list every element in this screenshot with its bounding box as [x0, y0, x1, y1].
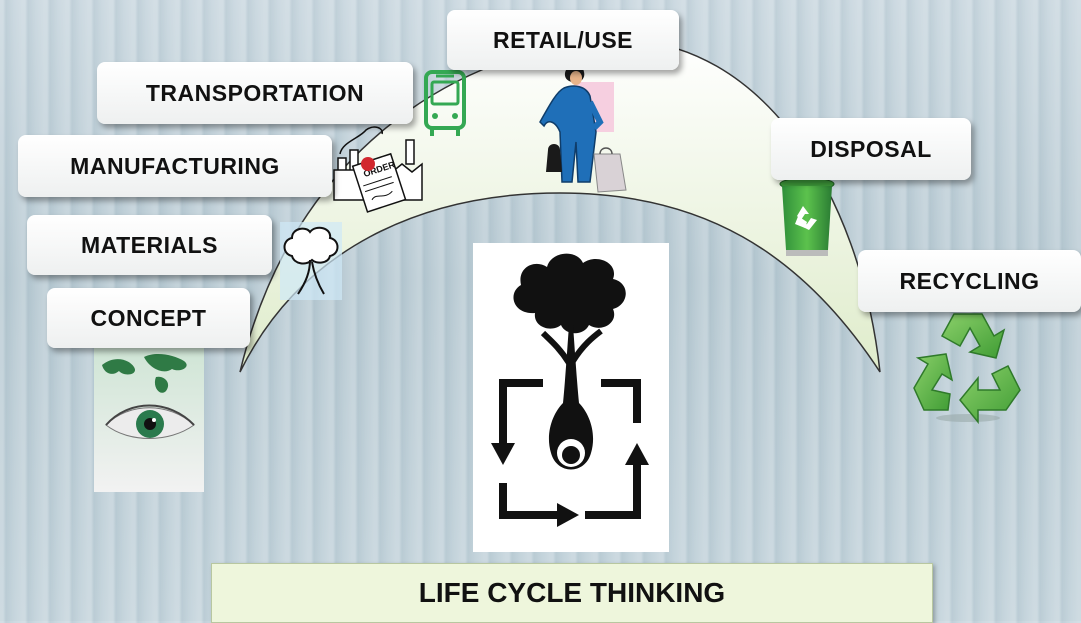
- bus-icon: [424, 70, 466, 136]
- factory-order-icon: ORDER: [333, 126, 423, 213]
- stage-label-recycling: RECYCLING: [858, 250, 1081, 312]
- footer-title: LIFE CYCLE THINKING: [211, 563, 933, 623]
- recycling-symbol-icon: [913, 313, 1021, 424]
- tree-icon: [280, 222, 342, 300]
- stage-label-disposal: DISPOSAL: [771, 118, 971, 180]
- stage-label-manufacturing: MANUFACTURING: [18, 135, 332, 197]
- shopper-icon: [539, 63, 627, 193]
- stage-label-concept: CONCEPT: [47, 288, 250, 348]
- stage-label-transportation: TRANSPORTATION: [97, 62, 413, 124]
- stage-label-retail-use: RETAIL/USE: [447, 10, 679, 70]
- stage-label-materials: MATERIALS: [27, 215, 272, 275]
- recycle-bin-icon: [779, 177, 835, 256]
- life-cycle-tree-symbol: [473, 243, 669, 552]
- eye-world-map-image: [94, 347, 204, 492]
